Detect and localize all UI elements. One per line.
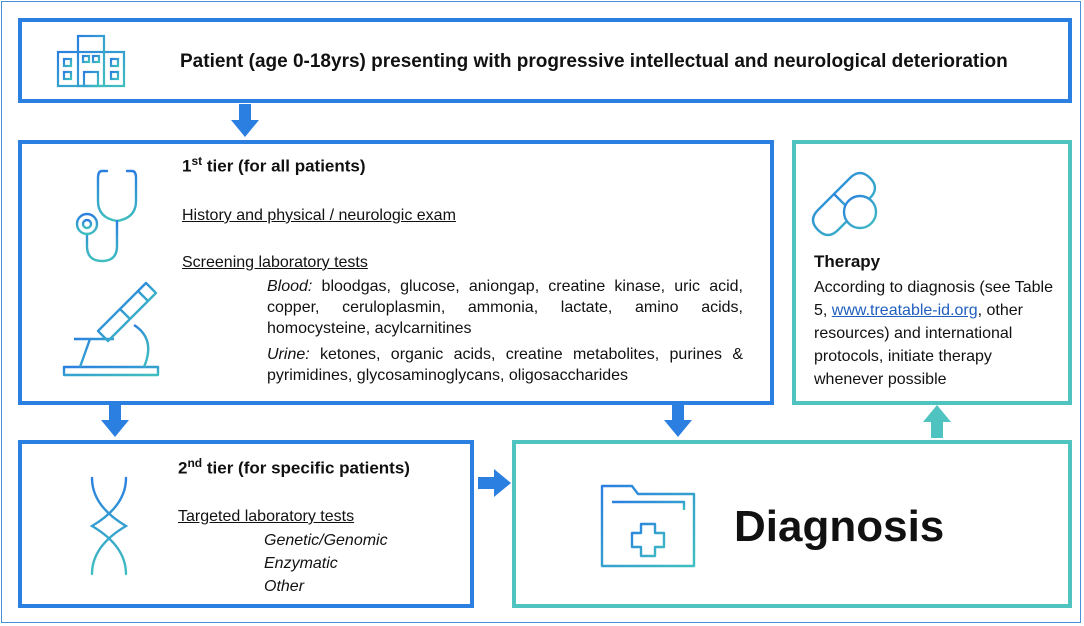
tier2-item-enzymatic: Enzymatic	[264, 555, 338, 572]
arrow-tier1-to-diagnosis	[664, 404, 692, 437]
screening-tests-heading: Screening laboratory tests	[182, 254, 368, 271]
arrow-tier2-to-diagnosis	[478, 469, 511, 497]
therapy-box: Therapy According to diagnosis (see Tabl…	[792, 140, 1072, 405]
diagnosis-label: Diagnosis	[734, 502, 945, 551]
tier2-box: 2nd tier (for specific patients) Targete…	[18, 440, 474, 608]
patient-box: Patient (age 0-18yrs) presenting with pr…	[18, 18, 1072, 103]
microscope-icon	[62, 281, 160, 377]
tier2-item-genetic: Genetic/Genomic	[264, 532, 388, 549]
arrow-patient-to-tier1	[231, 104, 259, 137]
dna-icon	[89, 476, 129, 576]
diagnosis-box: Diagnosis	[512, 440, 1072, 608]
arrow-tier1-to-tier2	[101, 404, 129, 437]
therapy-text: According to diagnosis (see Table 5, www…	[814, 279, 1053, 388]
tier2-title: 2nd tier (for specific patients)	[178, 456, 410, 478]
treatable-id-link[interactable]: www.treatable-id.org	[831, 302, 978, 319]
history-exam-text: History and physical / neurologic exam	[182, 207, 456, 224]
targeted-tests-heading: Targeted laboratory tests	[178, 508, 355, 525]
hospital-icon	[56, 34, 126, 90]
tier1-box: 1st tier (for all patients) History and …	[18, 140, 774, 405]
patient-text: Patient (age 0-18yrs) presenting with pr…	[180, 51, 1008, 72]
tier2-item-other: Other	[264, 578, 305, 595]
medical-folder-icon	[600, 484, 696, 568]
arrow-diagnosis-to-therapy	[923, 405, 951, 438]
tier1-title: 1st tier (for all patients)	[182, 154, 366, 176]
stethoscope-icon	[75, 169, 138, 263]
therapy-title: Therapy	[814, 252, 881, 271]
tier2-test-list: Genetic/Genomic Enzymatic Other	[264, 529, 388, 598]
urine-tests-text: Urine: ketones, organic acids, creatine …	[267, 346, 743, 384]
blood-tests-text: Blood: bloodgas, glucose, aniongap, crea…	[267, 278, 743, 337]
pill-plus-icon	[811, 171, 878, 237]
